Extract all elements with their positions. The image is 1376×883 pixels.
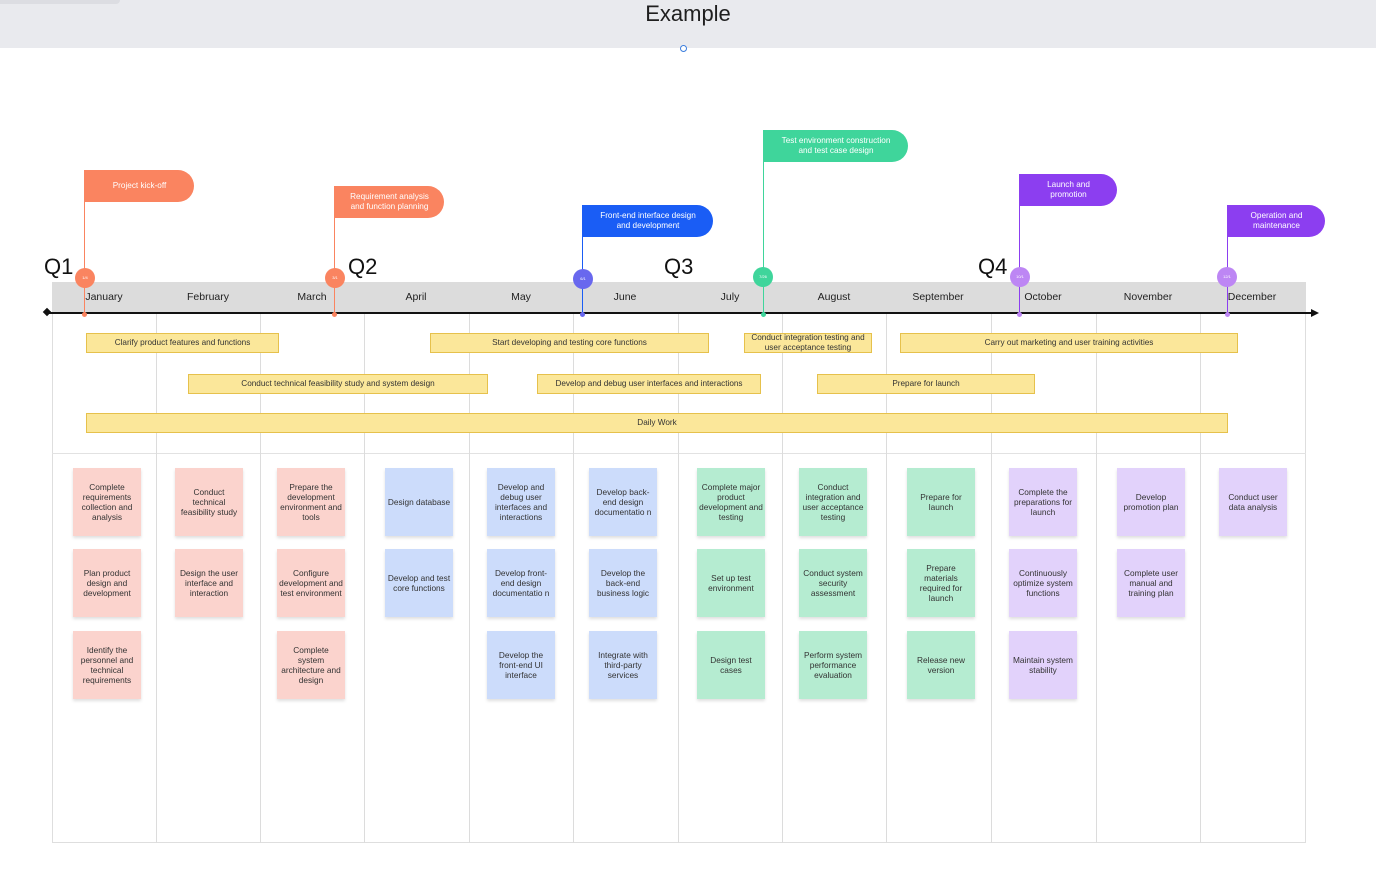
header-bar — [0, 0, 1376, 48]
month-header-bar — [52, 282, 1306, 313]
month-june: June — [613, 291, 637, 303]
quarter-label-q3: Q3 — [664, 254, 694, 279]
month-december: December — [1227, 291, 1277, 303]
milestone-pole — [1227, 205, 1228, 315]
month-october: October — [1024, 291, 1062, 303]
header-tab — [0, 0, 120, 4]
sticky-note[interactable]: Identify the personnel and technical req… — [73, 631, 141, 699]
sticky-note[interactable]: Integrate with third-party services — [589, 631, 657, 699]
sticky-note[interactable]: Develop and test core functions — [385, 549, 453, 617]
sticky-note[interactable]: Develop back-end design documentatio n — [589, 468, 657, 536]
milestone-flag[interactable]: Operation and maintenance — [1228, 205, 1325, 237]
axis-end-arrow-icon — [1311, 309, 1319, 317]
milestone-pole — [1019, 174, 1020, 315]
sticky-note[interactable]: Develop the front-end UI interface — [487, 631, 555, 699]
milestone-tick — [580, 312, 585, 317]
sticky-note[interactable]: Design test cases — [697, 631, 765, 699]
sticky-note[interactable]: Develop front-end design documentatio n — [487, 549, 555, 617]
quarter-label-q2: Q2 — [348, 254, 378, 279]
task-bar[interactable]: Develop and debug user interfaces and in… — [537, 374, 761, 394]
milestone-tick — [1225, 312, 1230, 317]
month-divider — [1200, 282, 1201, 843]
sticky-note[interactable]: Maintain system stability — [1009, 631, 1077, 699]
month-divider — [991, 282, 992, 843]
task-bar[interactable]: Prepare for launch — [817, 374, 1035, 394]
quarter-label-q4: Q4 — [978, 254, 1008, 279]
month-divider — [886, 282, 887, 843]
task-bar[interactable]: Conduct integration testing and user acc… — [744, 333, 872, 353]
sticky-note[interactable]: Complete system architecture and design — [277, 631, 345, 699]
month-may: May — [511, 291, 531, 303]
milestone-tick — [1017, 312, 1022, 317]
month-divider — [782, 282, 783, 843]
sticky-note[interactable]: Conduct system security assessment — [799, 549, 867, 617]
month-divider — [364, 282, 365, 843]
sticky-note[interactable]: Conduct integration and user acceptance … — [799, 468, 867, 536]
milestone-tick — [82, 312, 87, 317]
task-bar-daily-work[interactable]: Daily Work — [86, 413, 1228, 433]
sticky-note[interactable]: Complete requirements collection and ana… — [73, 468, 141, 536]
sticky-note[interactable]: Design the user interface and interactio… — [175, 549, 243, 617]
milestone-date-dot: 12/1 — [1217, 267, 1237, 287]
sticky-note[interactable]: Set up test environment — [697, 549, 765, 617]
month-september: September — [912, 291, 964, 303]
sticky-note[interactable]: Perform system performance evaluation — [799, 631, 867, 699]
milestone-pole — [582, 205, 583, 315]
sticky-note[interactable]: Conduct technical feasibility study — [175, 468, 243, 536]
month-divider — [260, 282, 261, 843]
month-divider — [678, 282, 679, 843]
month-divider — [469, 282, 470, 843]
task-bar[interactable]: Start developing and testing core functi… — [430, 333, 709, 353]
board-title[interactable]: Example — [645, 1, 731, 26]
quarter-label-q1: Q1 — [44, 254, 74, 279]
sticky-note[interactable]: Prepare for launch — [907, 468, 975, 536]
month-divider — [1096, 282, 1097, 843]
milestone-tick — [761, 312, 766, 317]
milestone-date-dot: 7/26 — [753, 267, 773, 287]
milestone-pole — [84, 170, 85, 315]
milestone-date-dot: 6/1 — [573, 269, 593, 289]
milestone-tick — [332, 312, 337, 317]
task-bar[interactable]: Clarify product features and functions — [86, 333, 279, 353]
section-divider — [52, 453, 1306, 454]
milestone-date-dot: 3/1 — [325, 268, 345, 288]
month-july: July — [720, 291, 740, 303]
sticky-note[interactable]: Prepare materials required for launch — [907, 549, 975, 617]
milestone-flag[interactable]: Front-end interface design and developme… — [583, 205, 713, 237]
milestone-date-dot: 10/1 — [1010, 267, 1030, 287]
month-february: February — [186, 291, 229, 303]
month-august: August — [817, 291, 851, 303]
sticky-note[interactable]: Continuously optimize system functions — [1009, 549, 1077, 617]
sticky-note[interactable]: Prepare the development environment and … — [277, 468, 345, 536]
month-january: January — [85, 291, 123, 303]
sticky-note[interactable]: Complete user manual and training plan — [1117, 549, 1185, 617]
milestone-flag[interactable]: Project kick-off — [85, 170, 194, 202]
month-divider — [156, 282, 157, 843]
sticky-note[interactable]: Develop the back-end business logic — [589, 549, 657, 617]
connection-handle[interactable] — [680, 45, 687, 52]
month-april: April — [405, 291, 427, 303]
milestone-date-dot: 1/4 — [75, 268, 95, 288]
milestone-flag[interactable]: Launch and promotion — [1020, 174, 1117, 206]
sticky-note[interactable]: Develop promotion plan — [1117, 468, 1185, 536]
month-march: March — [297, 291, 327, 303]
milestone-flag[interactable]: Test environment construction and test c… — [764, 130, 908, 162]
sticky-note[interactable]: Develop and debug user interfaces and in… — [487, 468, 555, 536]
sticky-note[interactable]: Release new version — [907, 631, 975, 699]
milestone-flag[interactable]: Requirement analysis and function planni… — [335, 186, 444, 218]
milestone-pole — [334, 186, 335, 315]
task-bar[interactable]: Conduct technical feasibility study and … — [188, 374, 488, 394]
axis-start-diamond-icon — [42, 307, 52, 317]
sticky-note[interactable]: Plan product design and development — [73, 549, 141, 617]
sticky-note[interactable]: Conduct user data analysis — [1219, 468, 1287, 536]
month-november: November — [1123, 291, 1173, 303]
sticky-note[interactable]: Complete major product development and t… — [697, 468, 765, 536]
task-bar[interactable]: Carry out marketing and user training ac… — [900, 333, 1238, 353]
month-divider — [573, 282, 574, 843]
sticky-note[interactable]: Design database — [385, 468, 453, 536]
milestone-pole — [763, 130, 764, 315]
sticky-note[interactable]: Complete the preparations for launch — [1009, 468, 1077, 536]
timeline-axis — [48, 312, 1312, 314]
sticky-note[interactable]: Configure development and test environme… — [277, 549, 345, 617]
